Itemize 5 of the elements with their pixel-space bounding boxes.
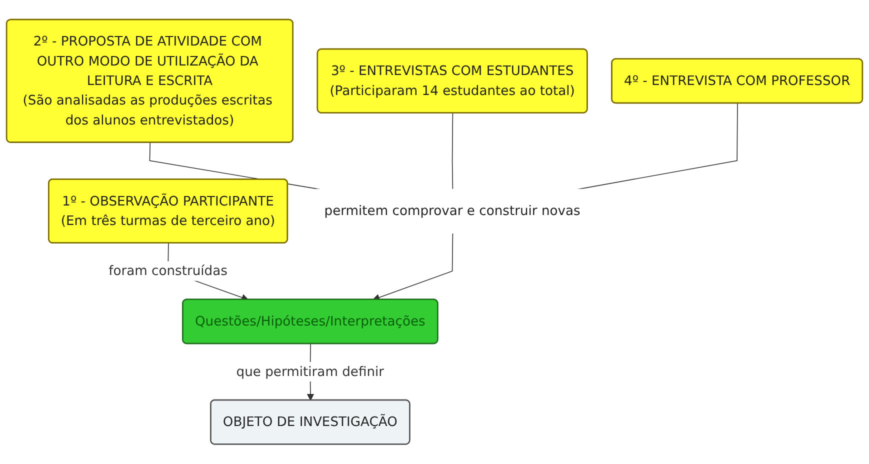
connector [577,103,738,190]
edge-label: foram construídas [108,263,228,279]
edge-label: que permitiram definir [236,364,384,380]
connector [452,112,454,190]
node-text: permitem comprovar e construir novas [324,202,580,218]
